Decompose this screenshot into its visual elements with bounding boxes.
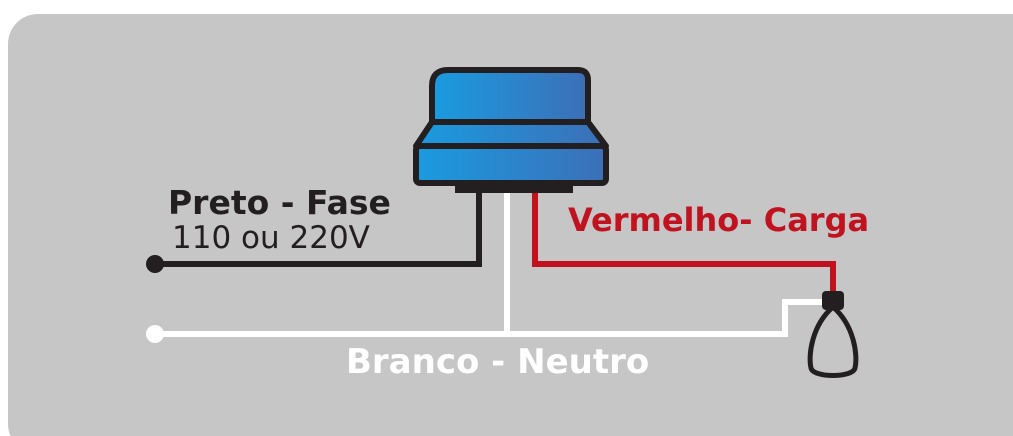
black-wire-label: Preto - Fase	[168, 183, 391, 222]
red-wire-load	[532, 188, 836, 292]
background-panel	[8, 14, 1013, 436]
sensor-ledge	[413, 119, 609, 149]
black-wire-phase	[155, 188, 482, 267]
lamp-socket	[822, 291, 844, 310]
lamp-bulb	[807, 304, 859, 378]
white-wire-terminal	[146, 325, 164, 343]
white-wire-label: Branco - Neutro	[346, 342, 650, 382]
black-wire-terminal	[146, 255, 164, 273]
sensor-dome	[429, 67, 591, 125]
photocell-relay-icon	[413, 67, 609, 193]
black-wire-voltage-label: 110 ou 220V	[172, 220, 370, 256]
white-wire-neutral	[155, 299, 826, 337]
light-bulb-icon	[807, 291, 859, 378]
sensor-body	[413, 143, 609, 186]
red-wire-label: Vermelho- Carga	[568, 201, 870, 239]
